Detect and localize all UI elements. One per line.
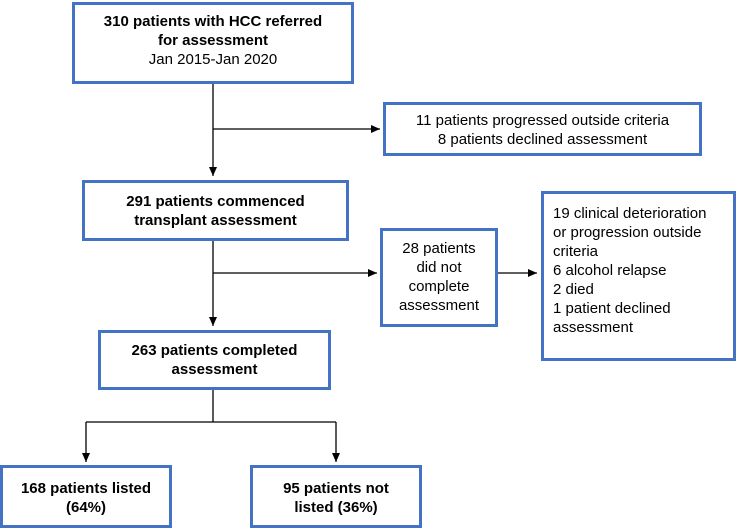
box-not-completed-reasons: 19 clinical deterioration or progression… (541, 191, 736, 361)
reasons-line-3: criteria (553, 243, 599, 260)
completed-line-1: 263 patients completed (131, 342, 298, 359)
box-excluded-early: 11 patients progressed outside criteria … (383, 102, 702, 156)
reasons-line-1: 19 clinical deterioration (553, 205, 707, 222)
referred-line-3: Jan 2015-Jan 2020 (148, 51, 278, 68)
referred-line-1: 310 patients with HCC referred (103, 13, 323, 30)
not-completed-line-4: assessment (398, 297, 480, 314)
not-completed-line-3: complete (408, 278, 470, 295)
excluded-early-line-2: 8 patients declined assessment (437, 131, 648, 148)
commenced-line-2: transplant assessment (134, 212, 297, 229)
not-listed-line-2: listed (36%) (294, 499, 378, 516)
not-listed-line-1: 95 patients not (283, 480, 389, 497)
reasons-line-6: 1 patient declined (553, 300, 671, 317)
box-listed: 168 patients listed (64%) (0, 465, 172, 528)
listed-line-1: 168 patients listed (20, 480, 152, 497)
excluded-early-line-1: 11 patients progressed outside criteria (415, 112, 670, 129)
not-completed-line-1: 28 patients (402, 240, 476, 257)
box-not-listed: 95 patients not listed (36%) (250, 465, 422, 528)
box-referred: 310 patients with HCC referred for asses… (72, 2, 354, 84)
referred-line-2: for assessment (157, 32, 269, 49)
box-not-completed: 28 patients did not complete assessment (380, 228, 498, 327)
not-completed-line-2: did not (416, 259, 462, 276)
reasons-line-4: 6 alcohol relapse (553, 262, 667, 279)
commenced-line-1: 291 patients commenced (126, 193, 305, 210)
listed-line-2: (64%) (65, 499, 106, 516)
box-completed: 263 patients completed assessment (98, 330, 331, 390)
reasons-line-2: or progression outside (553, 224, 702, 241)
completed-line-2: assessment (171, 361, 258, 378)
reasons-line-7: assessment (553, 319, 634, 336)
box-commenced: 291 patients commenced transplant assess… (82, 180, 349, 241)
reasons-line-5: 2 died (553, 281, 594, 298)
